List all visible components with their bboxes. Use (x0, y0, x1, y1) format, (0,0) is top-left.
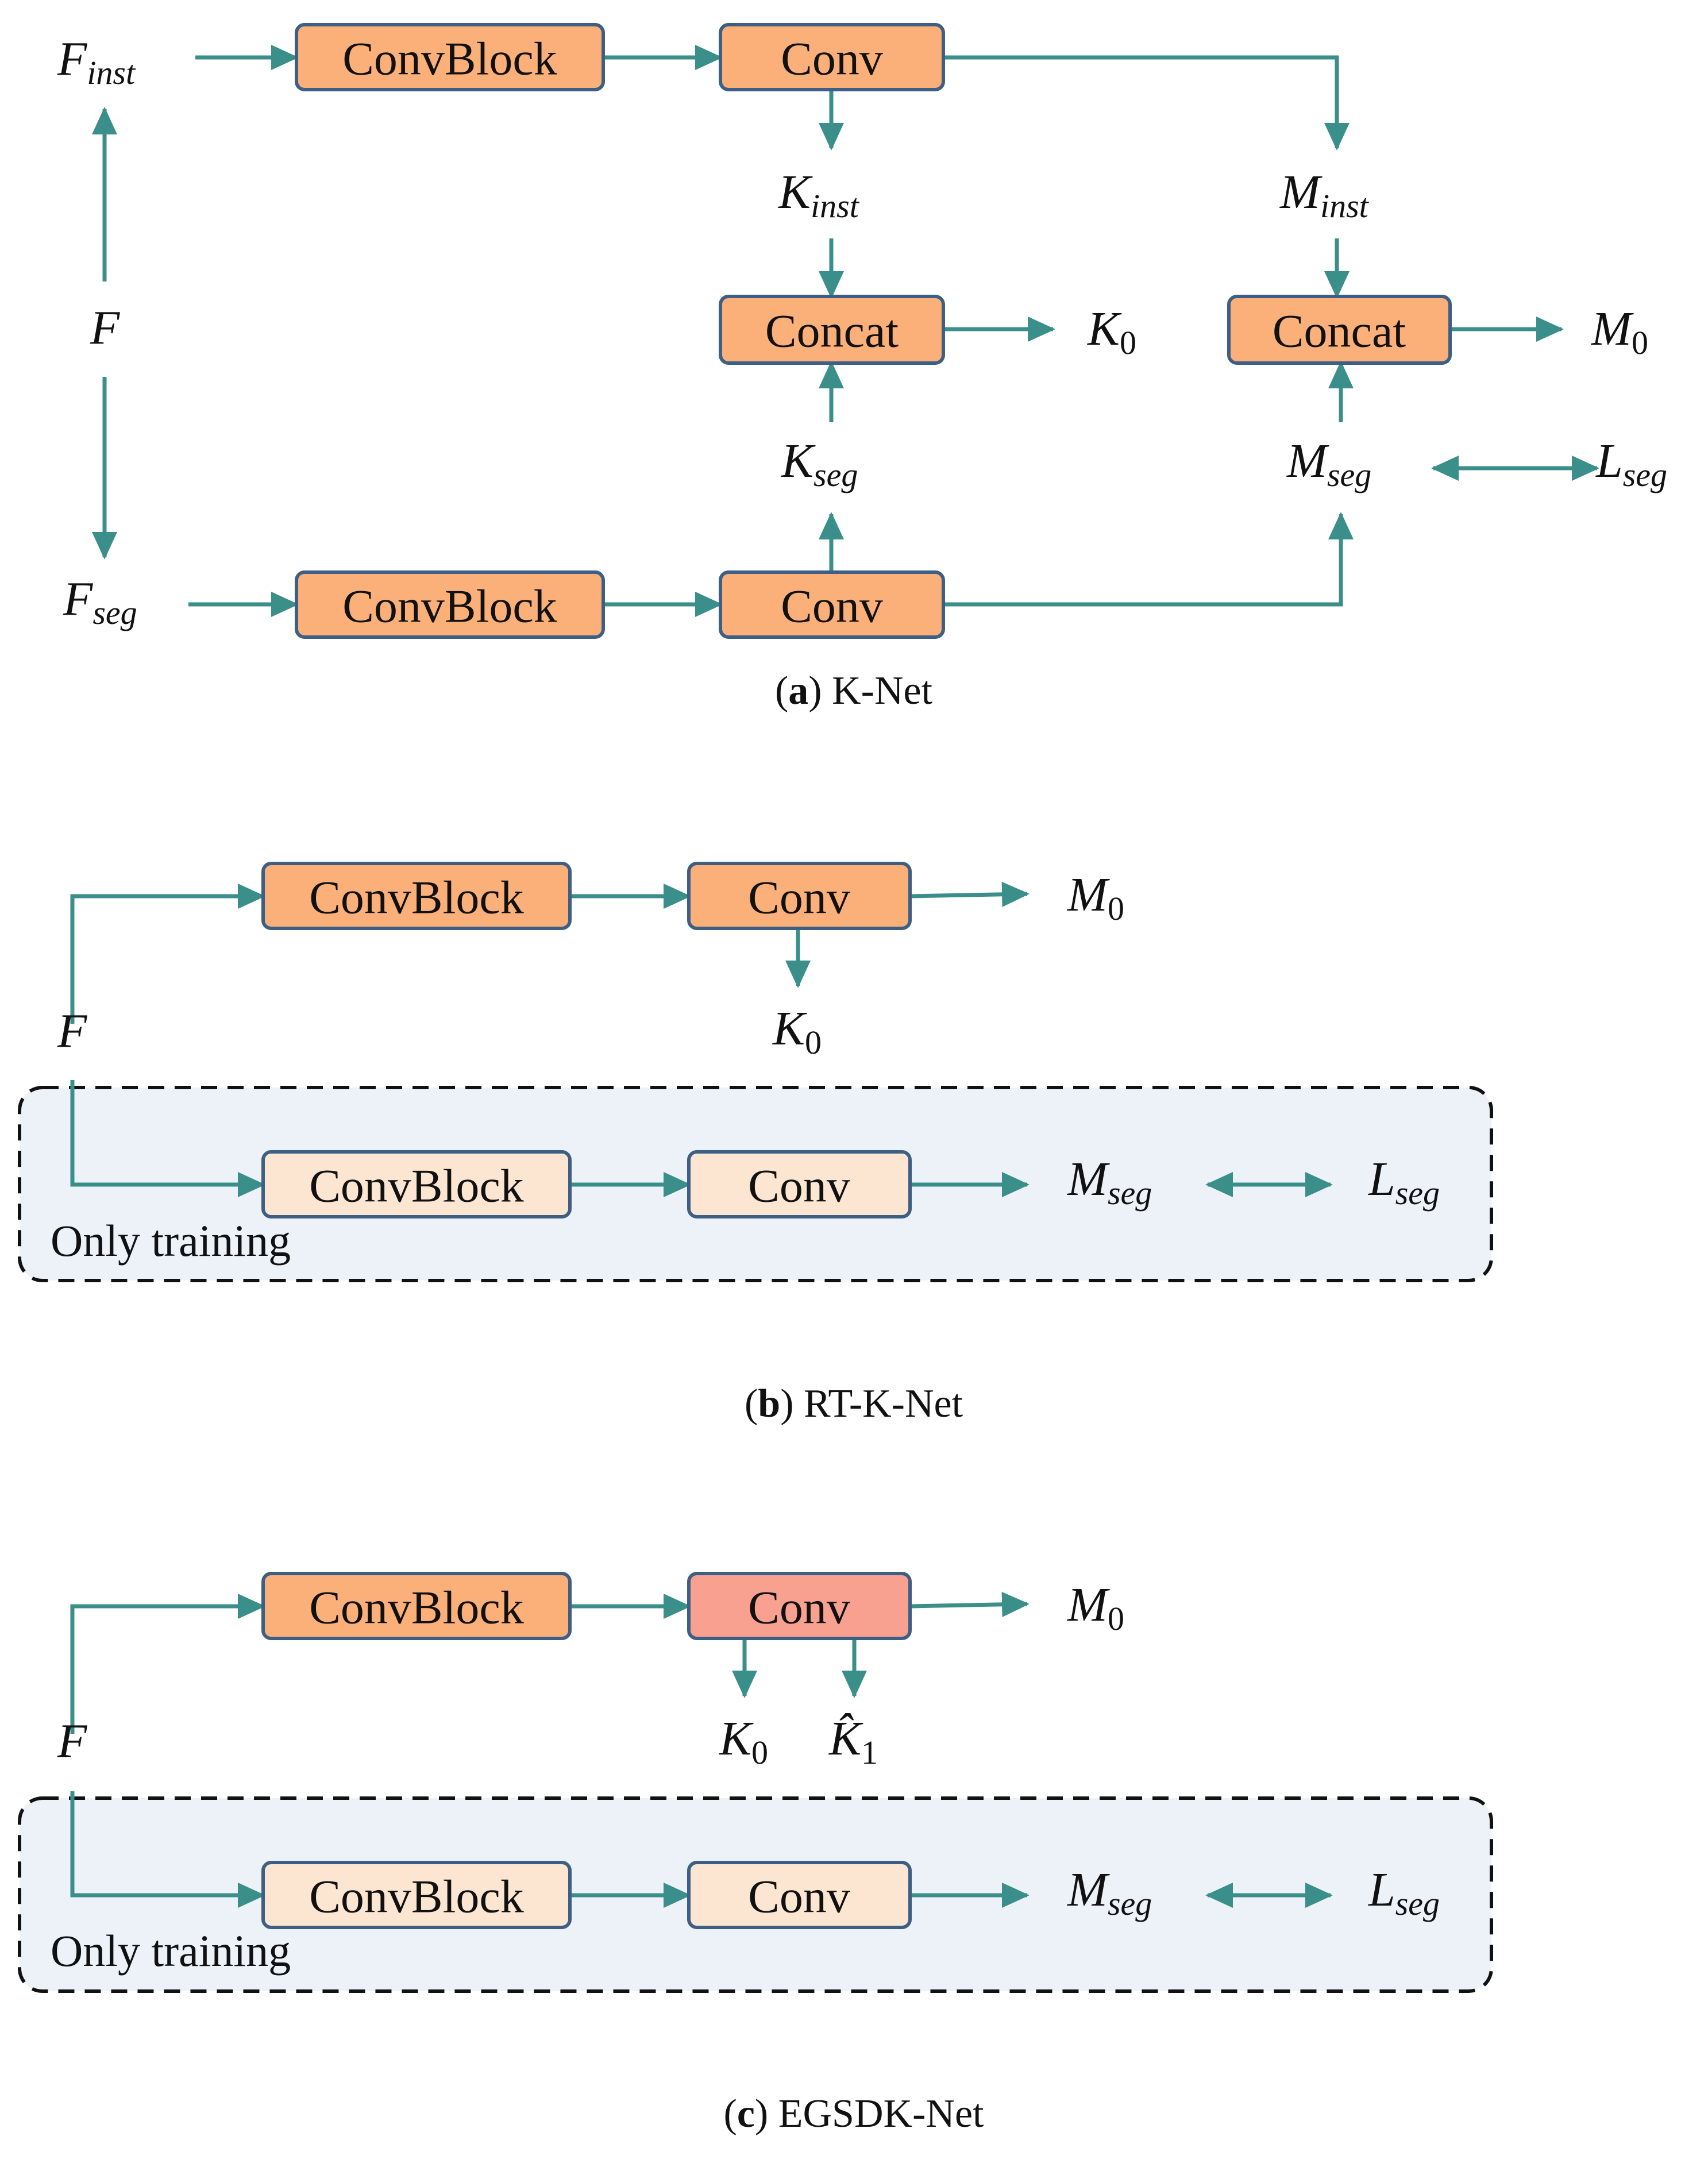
var-m0-c: M0 (1067, 1578, 1124, 1637)
panel-b-vars: M0 K0 F Mseg Lseg (57, 868, 1440, 1212)
var-m0-a: M0 (1591, 302, 1648, 361)
var-f-b: F (57, 1004, 88, 1058)
var-m-seg-c: Mseg (1067, 1863, 1152, 1922)
concat-m-label: Concat (1273, 305, 1406, 357)
conv-seg-box (719, 570, 945, 639)
panel-a-boxes (295, 23, 1452, 639)
var-l-seg-a: Lseg (1595, 434, 1667, 493)
var-l-seg-c: Lseg (1368, 1863, 1440, 1922)
conv-bottom-label-c: Conv (748, 1871, 850, 1923)
conv-top-box-c (687, 1572, 912, 1640)
conv-seg-label: Conv (781, 580, 883, 633)
var-m-seg-b: Mseg (1067, 1152, 1152, 1212)
var-m-seg-a: Mseg (1286, 434, 1371, 493)
arrow-conv-minst (943, 55, 1350, 151)
var-f-inst: Finst (57, 32, 136, 91)
var-m-inst: Minst (1279, 165, 1370, 225)
var-k0-b: K0 (772, 1002, 822, 1061)
arrow-conv-m0-c (909, 1591, 1030, 1617)
var-k1-hat-c: K̂1 (828, 1712, 878, 1771)
var-f-c: F (57, 1714, 88, 1768)
var-k-inst: Kinst (778, 165, 860, 225)
conv-inst-box (719, 23, 945, 91)
caption-a: (a) K-Net (775, 669, 933, 713)
conv-bottom-box-c (687, 1861, 912, 1929)
convblock-bottom-label-c: ConvBlock (309, 1871, 524, 1923)
panel-b-box-labels: ConvBlock Conv ConvBlock Conv (309, 872, 850, 1212)
conv-inst-label: Conv (781, 33, 883, 85)
caption-c: (c) EGSDK-Net (724, 2092, 984, 2136)
convblock-inst-label: ConvBlock (342, 33, 557, 85)
convblock-top-label-b: ConvBlock (309, 872, 524, 924)
training-label-c: Only training (51, 1926, 291, 1976)
concat-m-box (1227, 295, 1452, 365)
arrow-conv-m0-b (909, 881, 1030, 907)
var-m0-b: M0 (1067, 868, 1124, 927)
arrow-f-convblock-top-b (70, 884, 265, 1024)
convblock-top-label-c: ConvBlock (309, 1582, 524, 1634)
convblock-top-box-c (261, 1572, 572, 1640)
panel-c (70, 1591, 1333, 1908)
panel-c-box-labels: ConvBlock Conv ConvBlock Conv (309, 1582, 850, 1923)
conv-top-label-b: Conv (748, 872, 850, 924)
convblock-bottom-label-b: ConvBlock (309, 1160, 524, 1212)
convblock-top-box-b (261, 862, 572, 930)
panel-a-vars: Finst F Fseg Kinst Minst K0 M0 Kseg Mseg… (57, 32, 1667, 631)
panel-c-vars: M0 K0 K̂1 F Mseg Lseg (57, 1578, 1440, 1922)
convblock-seg-box (295, 570, 605, 639)
panel-b-boxes (261, 862, 912, 1218)
convblock-seg-label: ConvBlock (342, 580, 557, 633)
arrow-conv-mseg (943, 512, 1354, 607)
caption-b: (b) RT-K-Net (745, 1382, 963, 1426)
convblock-bottom-box-b (261, 1150, 572, 1218)
panel-a-box-labels: ConvBlock Conv Concat Concat ConvBlock C… (342, 33, 1406, 633)
panel-b (70, 881, 1333, 1197)
var-l-seg-b: Lseg (1368, 1152, 1440, 1212)
concat-k-label: Concat (765, 305, 899, 357)
concat-k-box (719, 295, 945, 365)
training-label-b: Only training (51, 1216, 291, 1266)
conv-top-label-c: Conv (748, 1582, 850, 1634)
var-f: F (90, 301, 121, 354)
convblock-inst-box (295, 23, 605, 91)
var-f-seg: Fseg (63, 572, 137, 631)
convblock-bottom-box-c (261, 1861, 572, 1929)
panel-a (92, 45, 1599, 617)
var-k0-c: K0 (719, 1712, 768, 1771)
arrow-f-convblock-bottom-b (70, 1080, 265, 1197)
arrow-f-convblock-top-c (70, 1594, 265, 1734)
conv-bottom-box-b (687, 1150, 912, 1218)
arrow-f-convblock-bottom-c (70, 1791, 265, 1908)
conv-bottom-label-b: Conv (748, 1160, 850, 1212)
conv-top-box-b (687, 862, 912, 930)
panel-c-boxes (261, 1572, 912, 1929)
var-k0-a: K0 (1087, 302, 1136, 361)
var-k-seg: Kseg (781, 434, 858, 493)
